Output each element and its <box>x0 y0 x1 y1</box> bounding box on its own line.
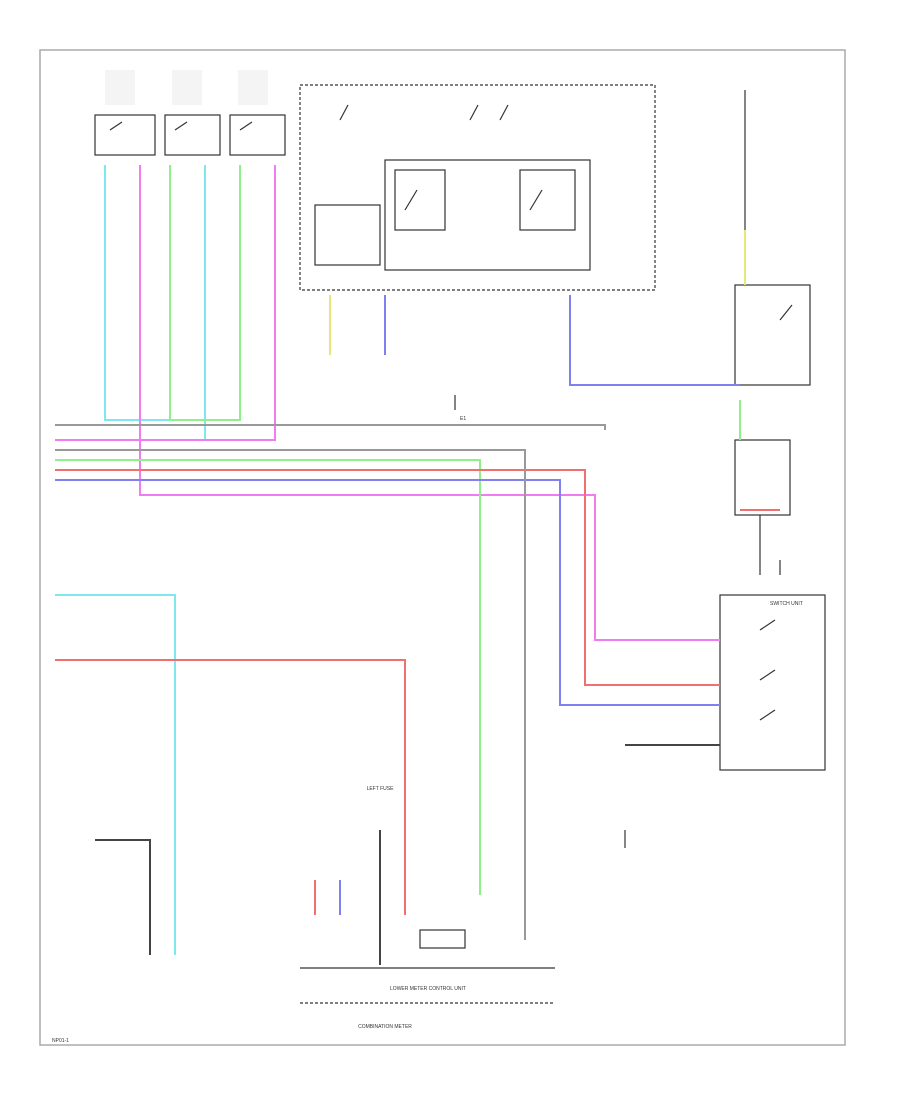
ground-ref-label: E1 <box>460 416 466 422</box>
ground-symbols <box>454 395 781 848</box>
switch-unit-label: SWITCH UNIT <box>770 601 803 607</box>
top-left-relay-captions <box>105 70 268 105</box>
top-right-fuse-block <box>734 90 811 386</box>
right-door-switch-box <box>719 594 826 771</box>
wire-bundle <box>55 165 780 965</box>
diagram-frame <box>39 49 846 1046</box>
central-switch-module <box>299 84 656 291</box>
left-fuse-label: LEFT FUSE <box>367 786 395 792</box>
footer-code: NP01-1 <box>52 1038 69 1044</box>
meter-bars <box>300 929 555 1004</box>
meter-control-label: LOWER METER CONTROL UNIT <box>390 986 466 992</box>
combination-meter-label: COMBINATION METER <box>358 1024 412 1030</box>
top-left-relay-group <box>94 114 286 156</box>
middle-right-component <box>734 439 791 575</box>
